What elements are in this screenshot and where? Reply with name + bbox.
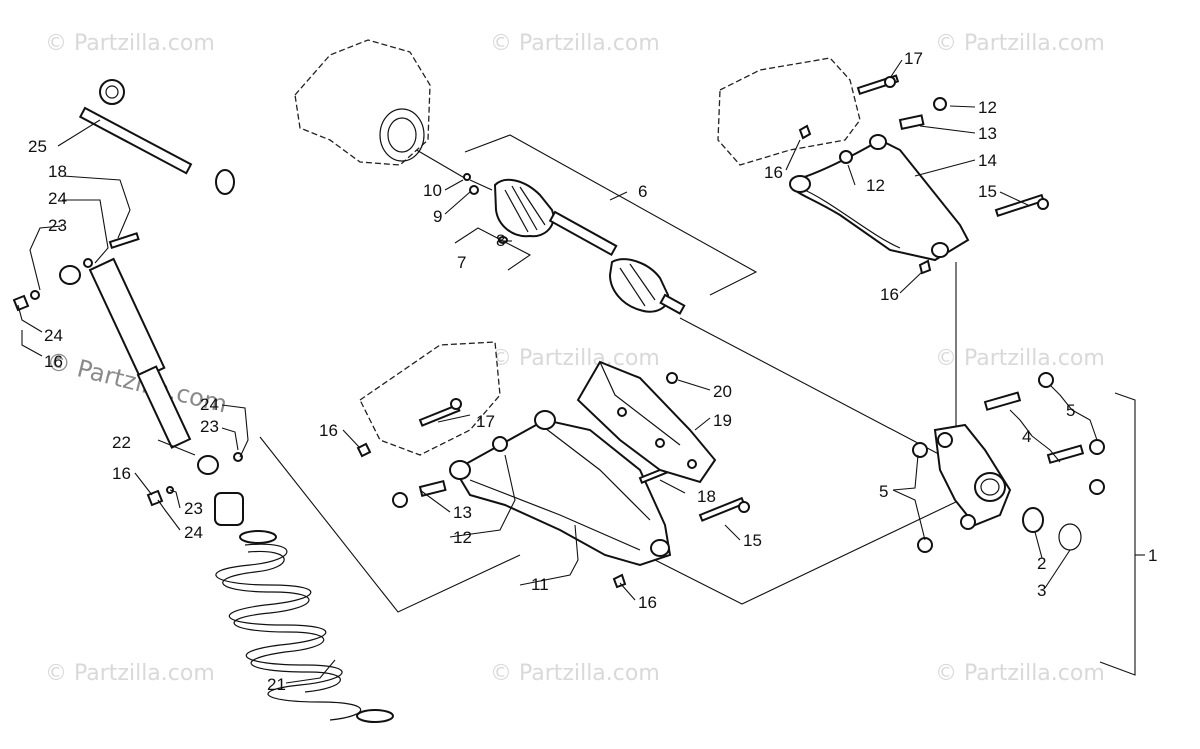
callout-15: 15 — [743, 531, 762, 550]
callout-6: 6 — [638, 182, 647, 201]
callout-25: 25 — [28, 137, 47, 156]
callout-3: 3 — [1037, 581, 1046, 600]
watermark: © Partzilla.com — [935, 346, 1105, 371]
callout-23: 23 — [184, 499, 203, 518]
callout-18: 18 — [697, 487, 716, 506]
alignment-lines — [259, 144, 961, 613]
callout-16: 16 — [764, 163, 783, 182]
callout-19: 19 — [713, 411, 732, 430]
kit-6-bracket — [464, 134, 758, 296]
watermark: © Partzilla.com — [935, 31, 1105, 56]
callout-20: 20 — [713, 382, 732, 401]
callout-13: 13 — [978, 124, 997, 143]
callout-11: 11 — [531, 575, 549, 594]
callout-15: 15 — [978, 182, 997, 201]
callout-10: 10 — [423, 181, 442, 200]
callout-4: 4 — [1022, 427, 1031, 446]
cv-axle — [463, 173, 686, 315]
callout-17: 17 — [476, 412, 495, 431]
shock-absorber — [12, 232, 244, 526]
callout-23: 23 — [200, 417, 219, 436]
frame-ghost-middle — [359, 341, 501, 456]
callout-9: 9 — [433, 207, 442, 226]
callout-1: 1 — [1148, 546, 1157, 565]
callout-22: 22 — [112, 433, 131, 452]
callout-16: 16 — [44, 352, 63, 371]
callout-16: 16 — [112, 464, 131, 483]
skid-plate — [576, 360, 717, 484]
watermark: © Partzilla.com — [490, 661, 660, 686]
callout-12: 12 — [453, 528, 472, 547]
frame-ghost-top — [294, 39, 431, 166]
watermark: © Partzilla.com — [490, 31, 660, 56]
watermark: © Partzilla.com — [935, 661, 1105, 686]
callout-12: 12 — [866, 176, 885, 195]
callout-16: 16 — [880, 285, 899, 304]
callout-5: 5 — [1066, 401, 1075, 420]
frame-ghost-right — [717, 57, 861, 166]
callout-8: 8 — [496, 231, 505, 250]
lower-a-arm — [356, 398, 750, 589]
callout-12: 12 — [978, 98, 997, 117]
callout-23: 23 — [48, 216, 67, 235]
callout-24: 24 — [44, 326, 63, 345]
callout-24: 24 — [184, 523, 203, 542]
clip-9 — [469, 185, 479, 195]
callout-5: 5 — [879, 482, 888, 501]
watermark: © Partzilla.com — [490, 346, 660, 371]
watermark: © Partzilla.com — [45, 31, 215, 56]
callout-18: 18 — [48, 162, 67, 181]
leaders — [17, 59, 1098, 684]
callout-7: 7 — [457, 253, 466, 272]
coil-spring — [215, 530, 394, 723]
callout-16: 16 — [638, 593, 657, 612]
callout-14: 14 — [978, 151, 997, 170]
watermark: © Partzilla.com — [45, 661, 215, 686]
callout-2: 2 — [1037, 554, 1046, 573]
upper-a-arm — [789, 74, 1049, 275]
callout-13: 13 — [453, 503, 472, 522]
spanner-wrench — [78, 79, 235, 195]
callout-21: 21 — [267, 675, 286, 694]
callout-24: 24 — [200, 395, 219, 414]
callout-17: 17 — [904, 49, 923, 68]
ring-10 — [463, 173, 471, 181]
callouts: 1 2 3 4 5 5 6 7 8 9 10 11 12 12 12 13 13… — [28, 49, 1157, 694]
callout-24: 24 — [48, 189, 67, 208]
steering-knuckle — [912, 372, 1105, 553]
kit-1-bracket — [1099, 392, 1136, 676]
callout-16: 16 — [319, 421, 338, 440]
